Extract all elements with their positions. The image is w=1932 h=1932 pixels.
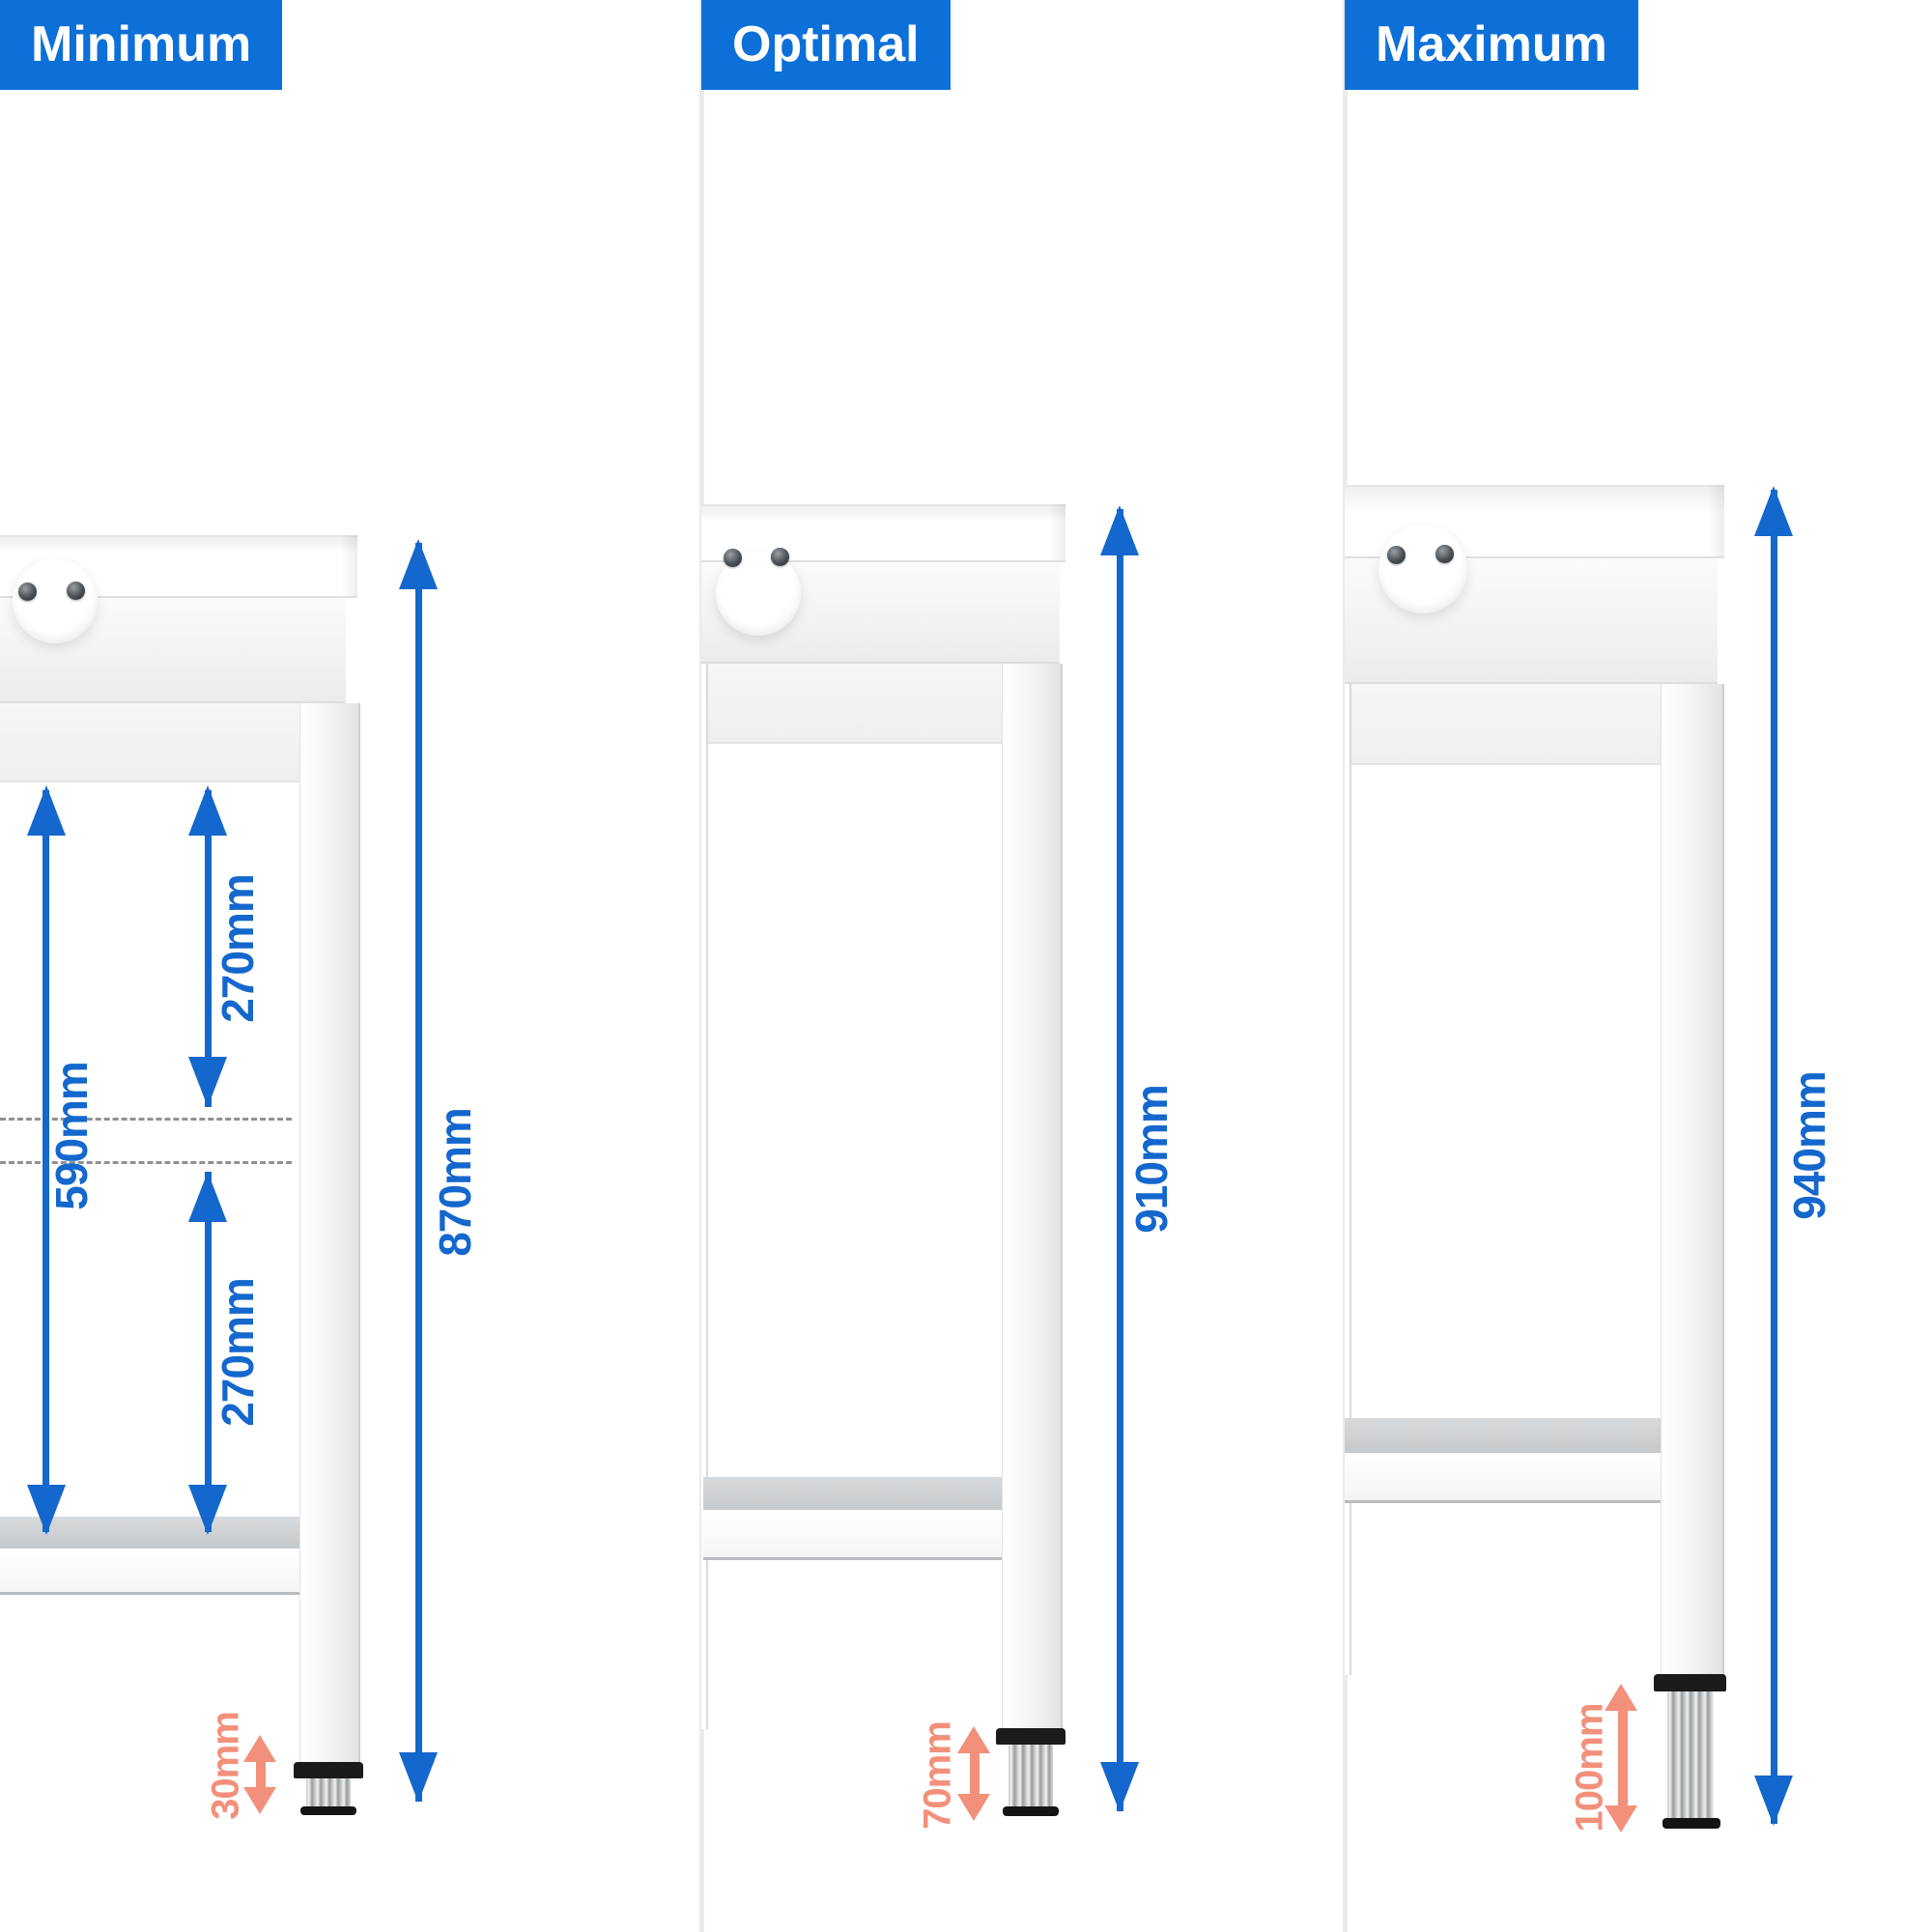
- bottom-rail-top: [1345, 1418, 1661, 1453]
- arrow-up-icon: [188, 1172, 227, 1222]
- arrow-up-icon: [399, 539, 438, 589]
- tabletop-edge-bevel: [1707, 485, 1724, 556]
- adjustable-foot: [306, 1778, 351, 1808]
- screw-icon: [67, 582, 85, 600]
- tabletop-top-face: [1345, 485, 1724, 510]
- dimension-label-940mm: 940mm: [1784, 1071, 1834, 1220]
- bottom-shelf-face: [0, 1548, 299, 1595]
- dimension-arrow-270-lower: [205, 1172, 212, 1532]
- arrow-down-icon: [1100, 1762, 1139, 1812]
- tabletop-top-face: [701, 504, 1065, 520]
- table-stretcher-rail: [1345, 684, 1661, 765]
- bottom-rail-face: [703, 1510, 1002, 1560]
- screw-icon: [1387, 546, 1406, 564]
- foot-adjust-arrow: [1618, 1705, 1628, 1811]
- arrow-down-icon: [188, 1057, 227, 1107]
- tabletop-edge-bevel: [1048, 504, 1065, 560]
- arrow-down-icon: [1605, 1805, 1637, 1833]
- foot-base-ring: [300, 1806, 356, 1815]
- tabletop-top-face: [0, 535, 357, 551]
- arrow-down-icon: [188, 1485, 227, 1535]
- screw-icon: [724, 549, 742, 567]
- tabletop-edge-bevel: [340, 535, 357, 596]
- arrow-up-icon: [957, 1726, 990, 1753]
- screw-icon: [18, 582, 37, 601]
- table-leg: [299, 703, 360, 1764]
- panel-title-maximum: Maximum: [1345, 0, 1638, 90]
- arrow-up-icon: [1100, 505, 1139, 555]
- panel-title-optimal: Optimal: [701, 0, 951, 90]
- arrow-up-icon: [1605, 1684, 1637, 1711]
- arrow-down-icon: [957, 1794, 990, 1821]
- arrow-down-icon: [27, 1485, 66, 1535]
- foot-adjust-arrow: [970, 1742, 980, 1805]
- table-leg-partial: [701, 664, 708, 1729]
- adjustable-foot: [1009, 1745, 1053, 1808]
- dimension-arrow-940: [1771, 490, 1777, 1824]
- screw-icon: [1435, 545, 1454, 563]
- leg-foot-collar: [1654, 1674, 1726, 1691]
- arrow-up-icon: [27, 785, 66, 836]
- arrow-down-icon: [399, 1752, 438, 1803]
- shelf-position-dashed-line: [0, 1118, 292, 1121]
- mounting-bracket: [1378, 525, 1467, 613]
- shelf-position-dashed-line: [0, 1161, 292, 1164]
- panel-title-minimum: Minimum: [0, 0, 283, 90]
- mounting-bracket: [13, 558, 98, 643]
- screw-icon: [771, 548, 789, 566]
- table-leg: [1002, 664, 1063, 1729]
- bottom-rail-face: [1345, 1453, 1661, 1503]
- foot-adjust-label-100mm: 100mm: [1568, 1703, 1611, 1833]
- dimension-arrow-870: [415, 543, 422, 1802]
- arrow-down-icon: [1754, 1776, 1793, 1826]
- leg-foot-collar: [294, 1762, 363, 1778]
- arrow-up-icon: [1754, 486, 1793, 536]
- adjustable-foot: [1667, 1691, 1714, 1820]
- bottom-rail-top: [703, 1477, 1002, 1510]
- table-leg: [1661, 684, 1724, 1675]
- foot-adjust-arrow: [256, 1750, 266, 1799]
- dimension-arrow-590: [43, 790, 49, 1532]
- table-stretcher-rail: [0, 703, 299, 782]
- table-leg-partial: [1345, 684, 1351, 1675]
- arrow-up-icon: [188, 785, 227, 836]
- arrow-down-icon: [243, 1787, 276, 1814]
- dimension-arrow-910: [1117, 509, 1123, 1811]
- foot-base-ring: [1662, 1818, 1720, 1829]
- table-stretcher-rail: [703, 664, 1002, 744]
- dimension-arrow-270-upper: [205, 790, 212, 1107]
- leg-foot-collar: [996, 1728, 1065, 1745]
- foot-base-ring: [1003, 1806, 1059, 1816]
- arrow-up-icon: [243, 1735, 276, 1762]
